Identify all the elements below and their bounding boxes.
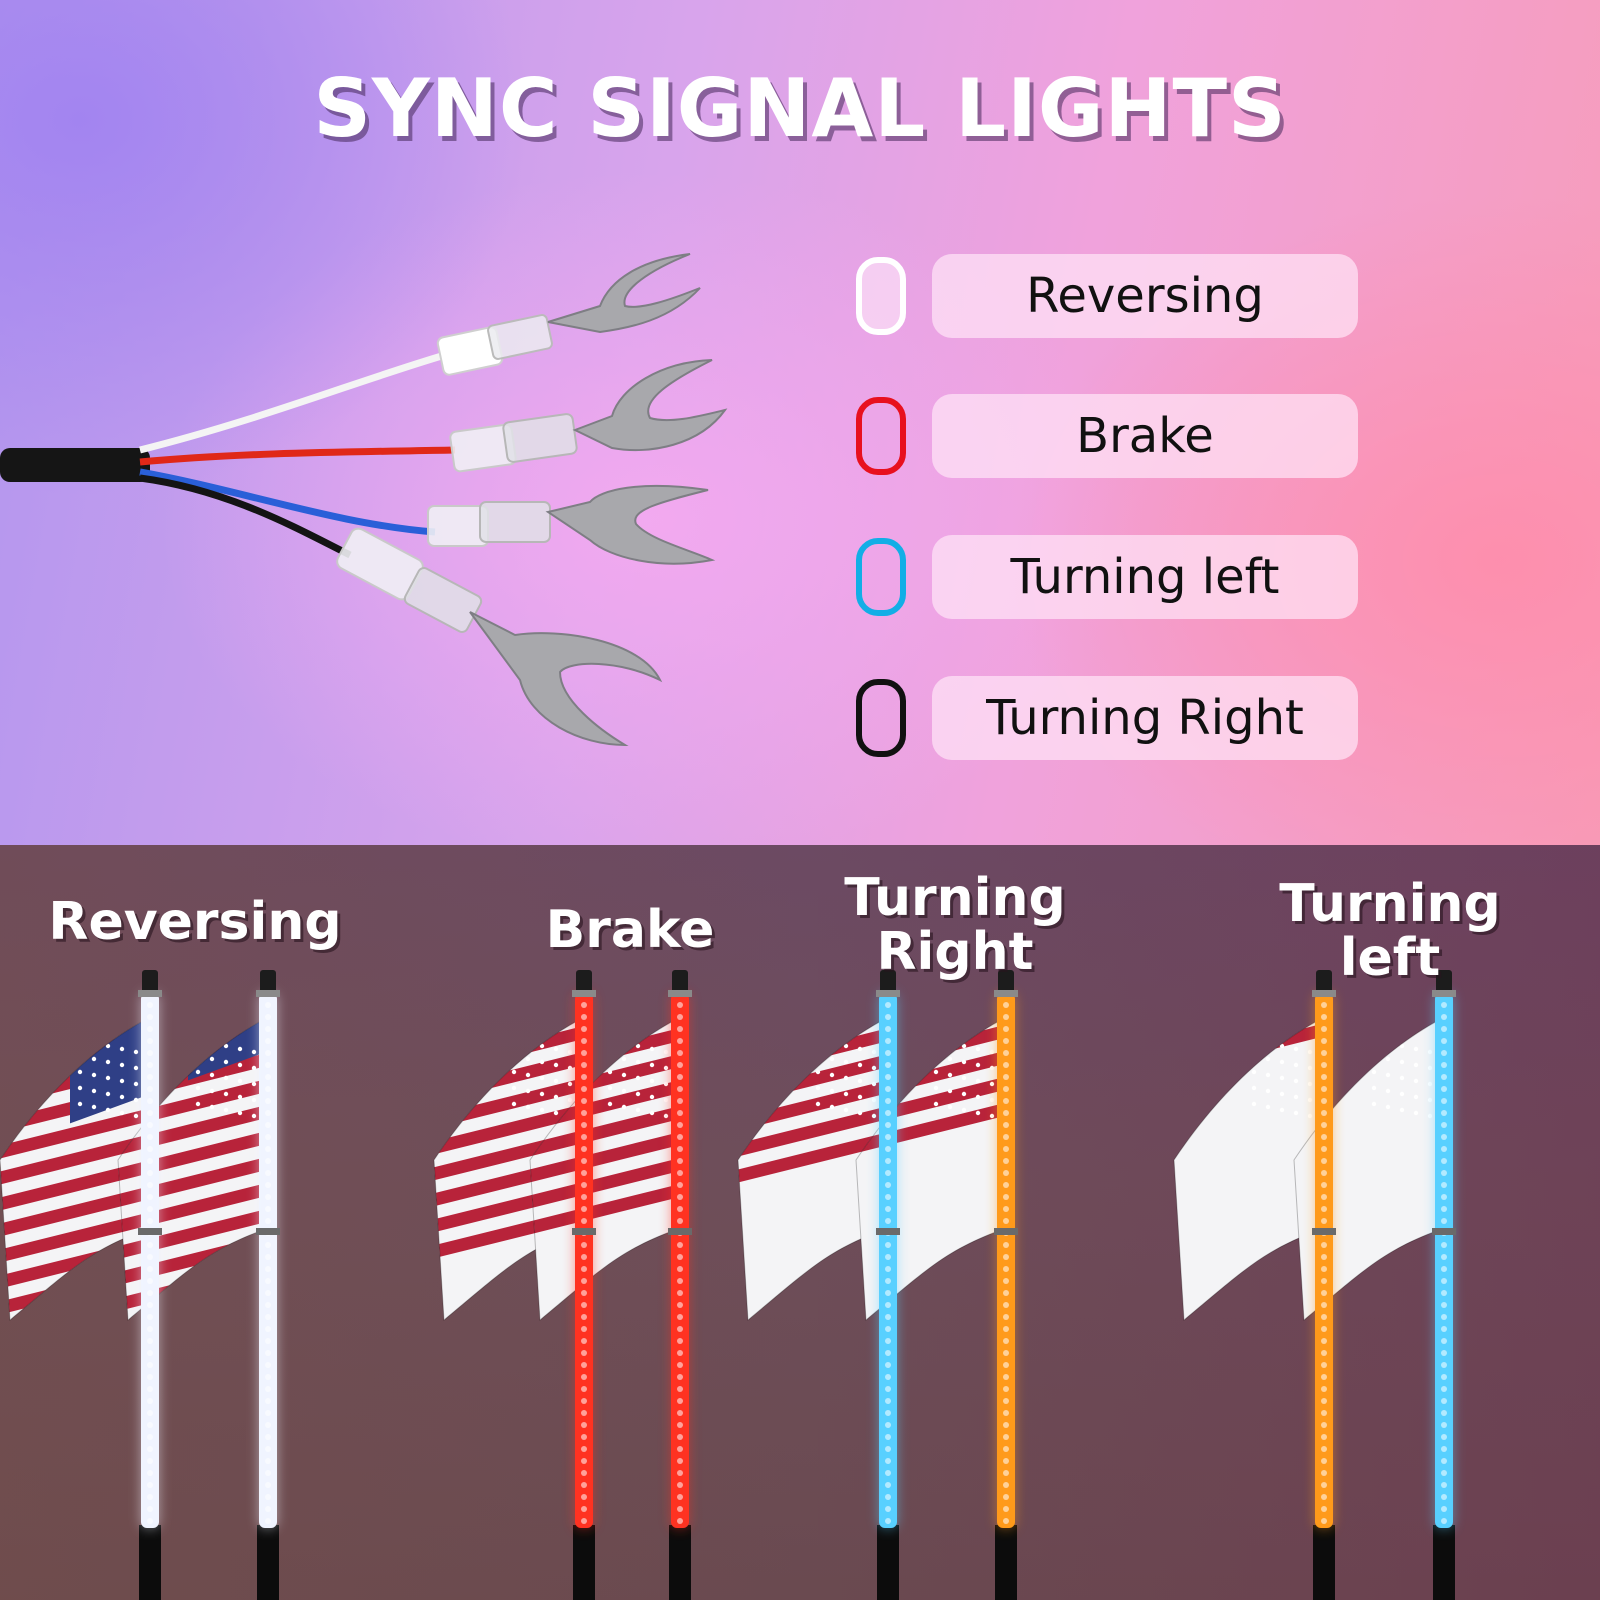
group-label-line: Reversing xyxy=(48,892,342,952)
led-whip-pole xyxy=(138,970,162,1600)
red-wire-swatch-icon xyxy=(856,397,906,475)
led-whip-pole xyxy=(1312,970,1336,1600)
legend-label: Reversing xyxy=(932,254,1358,338)
red-wire xyxy=(139,446,456,466)
white-connector xyxy=(436,253,701,376)
group-label-turning-right: Turning Right xyxy=(810,871,1100,979)
led-whip-pole xyxy=(994,970,1018,1600)
legend-row-brake: Brake xyxy=(856,394,1358,478)
led-whip-pole xyxy=(572,970,596,1600)
black-connector xyxy=(336,527,663,747)
led-whip-pole xyxy=(256,970,280,1600)
legend-row-turning-left: Turning left xyxy=(856,535,1358,619)
led-whip-pole xyxy=(876,970,900,1600)
red-connector xyxy=(449,359,728,473)
legend-label: Brake xyxy=(932,394,1358,478)
group-label-line: Turning xyxy=(844,868,1066,928)
black-wire xyxy=(139,474,352,559)
group-label-reversing: Reversing xyxy=(40,895,350,949)
page-title: SYNC SIGNAL LIGHTS xyxy=(313,62,1287,155)
group-label-line: Brake xyxy=(545,900,715,960)
cable-sheath xyxy=(0,448,150,482)
group-label-line: left xyxy=(1339,928,1441,988)
legend-row-reversing: Reversing xyxy=(856,254,1358,338)
white-wire xyxy=(139,351,446,454)
legend-row-turning-right: Turning Right xyxy=(856,676,1358,760)
blue-wire xyxy=(139,468,436,536)
led-whip-pole xyxy=(668,970,692,1600)
legend-label: Turning Right xyxy=(932,676,1358,760)
wire-harness-illustration xyxy=(0,253,728,747)
group-label-brake: Brake xyxy=(500,903,760,957)
wiring-section: SYNC SIGNAL LIGHTS xyxy=(0,0,1600,845)
legend-label: Turning left xyxy=(932,535,1358,619)
whip-lights-illustration xyxy=(0,970,1456,1600)
group-label-line: Right xyxy=(876,922,1034,982)
group-label-line: Turning xyxy=(1279,874,1501,934)
led-whip-pole xyxy=(1432,970,1456,1600)
black-wire-swatch-icon xyxy=(856,679,906,757)
group-label-turning-left: Turning left xyxy=(1240,877,1540,985)
white-wire-swatch-icon xyxy=(856,257,906,335)
blue-connector xyxy=(427,484,716,565)
blue-wire-swatch-icon xyxy=(856,538,906,616)
american-flag-icon xyxy=(117,1019,264,1322)
demo-section: Reversing Brake Turning Right Turning le… xyxy=(0,845,1600,1600)
